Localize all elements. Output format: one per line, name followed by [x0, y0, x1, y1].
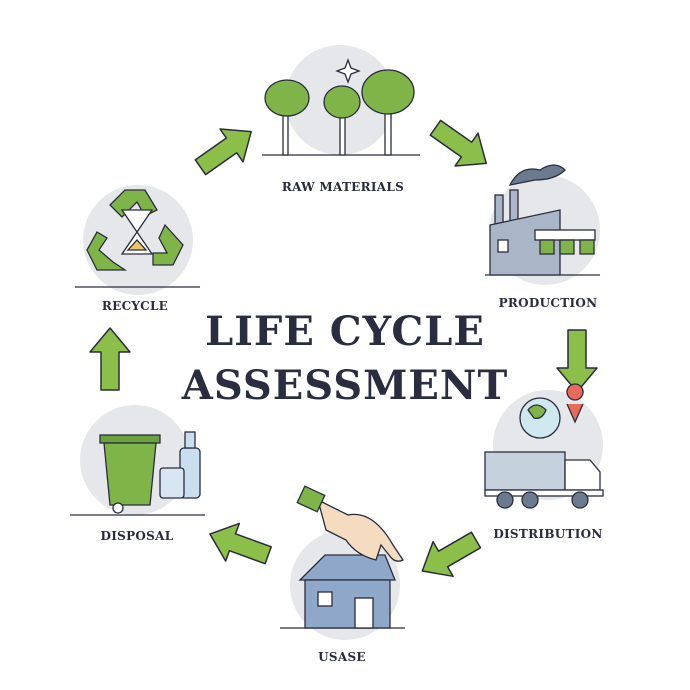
label-usase: USASE — [318, 650, 366, 664]
label-production: PRODUCTION — [498, 296, 598, 310]
factory-icon — [485, 164, 600, 276]
arrow-distribution-to-usase — [411, 521, 487, 590]
title-line-2: ASSESSMENT — [181, 362, 509, 409]
arrow-raw-to-production — [423, 110, 499, 181]
trash-bin-icon — [70, 431, 205, 516]
label-distribution: DISTRIBUTION — [493, 527, 603, 541]
hand-house-icon — [280, 485, 405, 629]
title-line-1: LIFE CYCLE — [205, 308, 485, 355]
arrow-recycle-to-raw — [188, 114, 264, 185]
recycle-icon — [75, 189, 200, 288]
label-disposal: DISPOSAL — [100, 529, 174, 543]
truck-globe-icon — [484, 383, 604, 509]
trees-icon — [262, 58, 420, 156]
label-recycle: RECYCLE — [101, 299, 169, 313]
label-raw-materials: RAW MATERIALS — [281, 180, 405, 194]
arrow-usase-to-disposal — [202, 514, 276, 575]
